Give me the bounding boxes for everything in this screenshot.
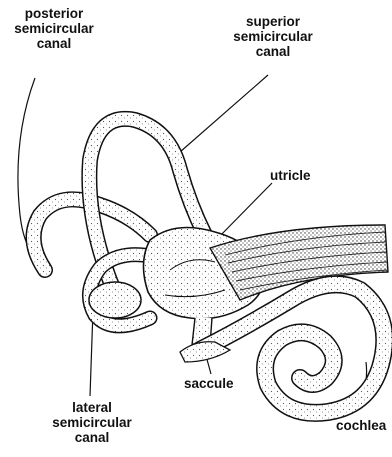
- label-line: semicircular: [44, 415, 140, 430]
- label-line: lateral: [44, 400, 140, 415]
- utricle-pointer: [216, 183, 272, 240]
- label-utricle: utricle: [270, 168, 311, 183]
- label-cochlea: cochlea: [336, 418, 386, 433]
- label-line: posterior: [6, 6, 102, 21]
- label-line: canal: [44, 430, 140, 445]
- label-superior-semicircular-canal: superior semicircular canal: [225, 14, 321, 59]
- label-saccule: saccule: [184, 376, 234, 391]
- label-line: superior: [225, 14, 321, 29]
- label-line: canal: [6, 36, 102, 51]
- label-line: semicircular: [6, 21, 102, 36]
- label-line: semicircular: [225, 29, 321, 44]
- label-lateral-semicircular-canal: lateral semicircular canal: [44, 400, 140, 445]
- superior-pointer: [180, 75, 268, 152]
- label-line: canal: [225, 44, 321, 59]
- label-posterior-semicircular-canal: posterior semicircular canal: [6, 6, 102, 51]
